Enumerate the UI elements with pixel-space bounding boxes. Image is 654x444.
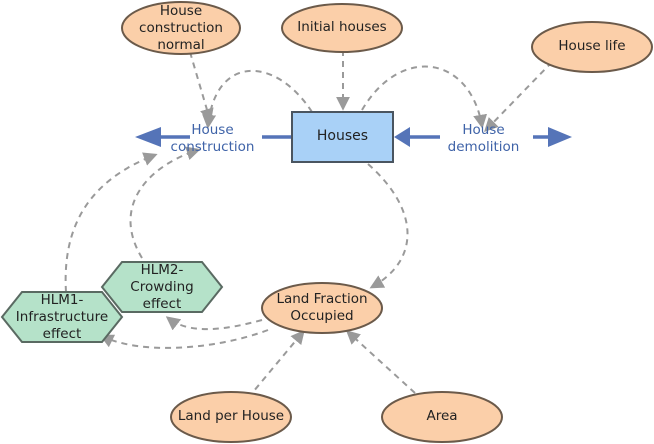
flow-pipes [135,127,572,147]
link-hlm1-to-construction [64,152,158,293]
house-life-label: House life [558,38,626,54]
link-land-fraction-to-hlm2 [165,316,263,331]
link-houses-to-construction [202,69,313,129]
link-house-life-to-demolition [484,61,553,133]
land-per-house-node[interactable] [170,391,292,443]
initial-houses-label: Initial houses [297,19,387,35]
link-land-per-house-to-land-fraction [247,329,305,399]
hlm1-infrastructure-effect-node[interactable] [0,291,124,343]
initial-houses-node[interactable] [281,3,403,53]
house-construction-normal-label: House construction normal [139,3,223,53]
area-node[interactable] [381,391,503,443]
demolition-inflow-arrowhead [394,127,410,147]
house-life-node[interactable] [531,21,653,73]
land-fraction-occupied-node[interactable] [261,282,383,334]
land-per-house-label: Land per House [177,408,285,424]
house-construction-flow-label: House construction [170,122,255,155]
link-houses-to-land-fraction [367,163,409,289]
link-construction-normal-to-construction [189,51,214,123]
house-construction-normal-node[interactable] [121,1,241,55]
link-houses-to-demolition [361,65,488,129]
houses-stock-box[interactable] [291,111,394,163]
link-hlm2-to-construction [129,146,201,259]
land-fraction-occupied-label: Land Fraction Occupied [276,291,368,324]
link-area-to-land-fraction [345,330,416,394]
hlm1-infrastructure-effect-label: HLM1- Infrastructure effect [15,292,109,342]
area-label: Area [426,408,458,424]
causal-links [64,50,553,399]
demolition-outflow-arrowhead [548,127,572,147]
house-demolition-flow-label: House demolition [447,122,520,155]
houses-stock-label: Houses [316,128,369,144]
link-land-fraction-to-hlm1 [99,329,269,349]
construction-outflow-arrowhead [135,127,161,147]
hlm2-crowding-effect-node[interactable] [100,261,224,313]
hlm2-crowding-effect-label: HLM2- Crowding effect [130,262,194,312]
